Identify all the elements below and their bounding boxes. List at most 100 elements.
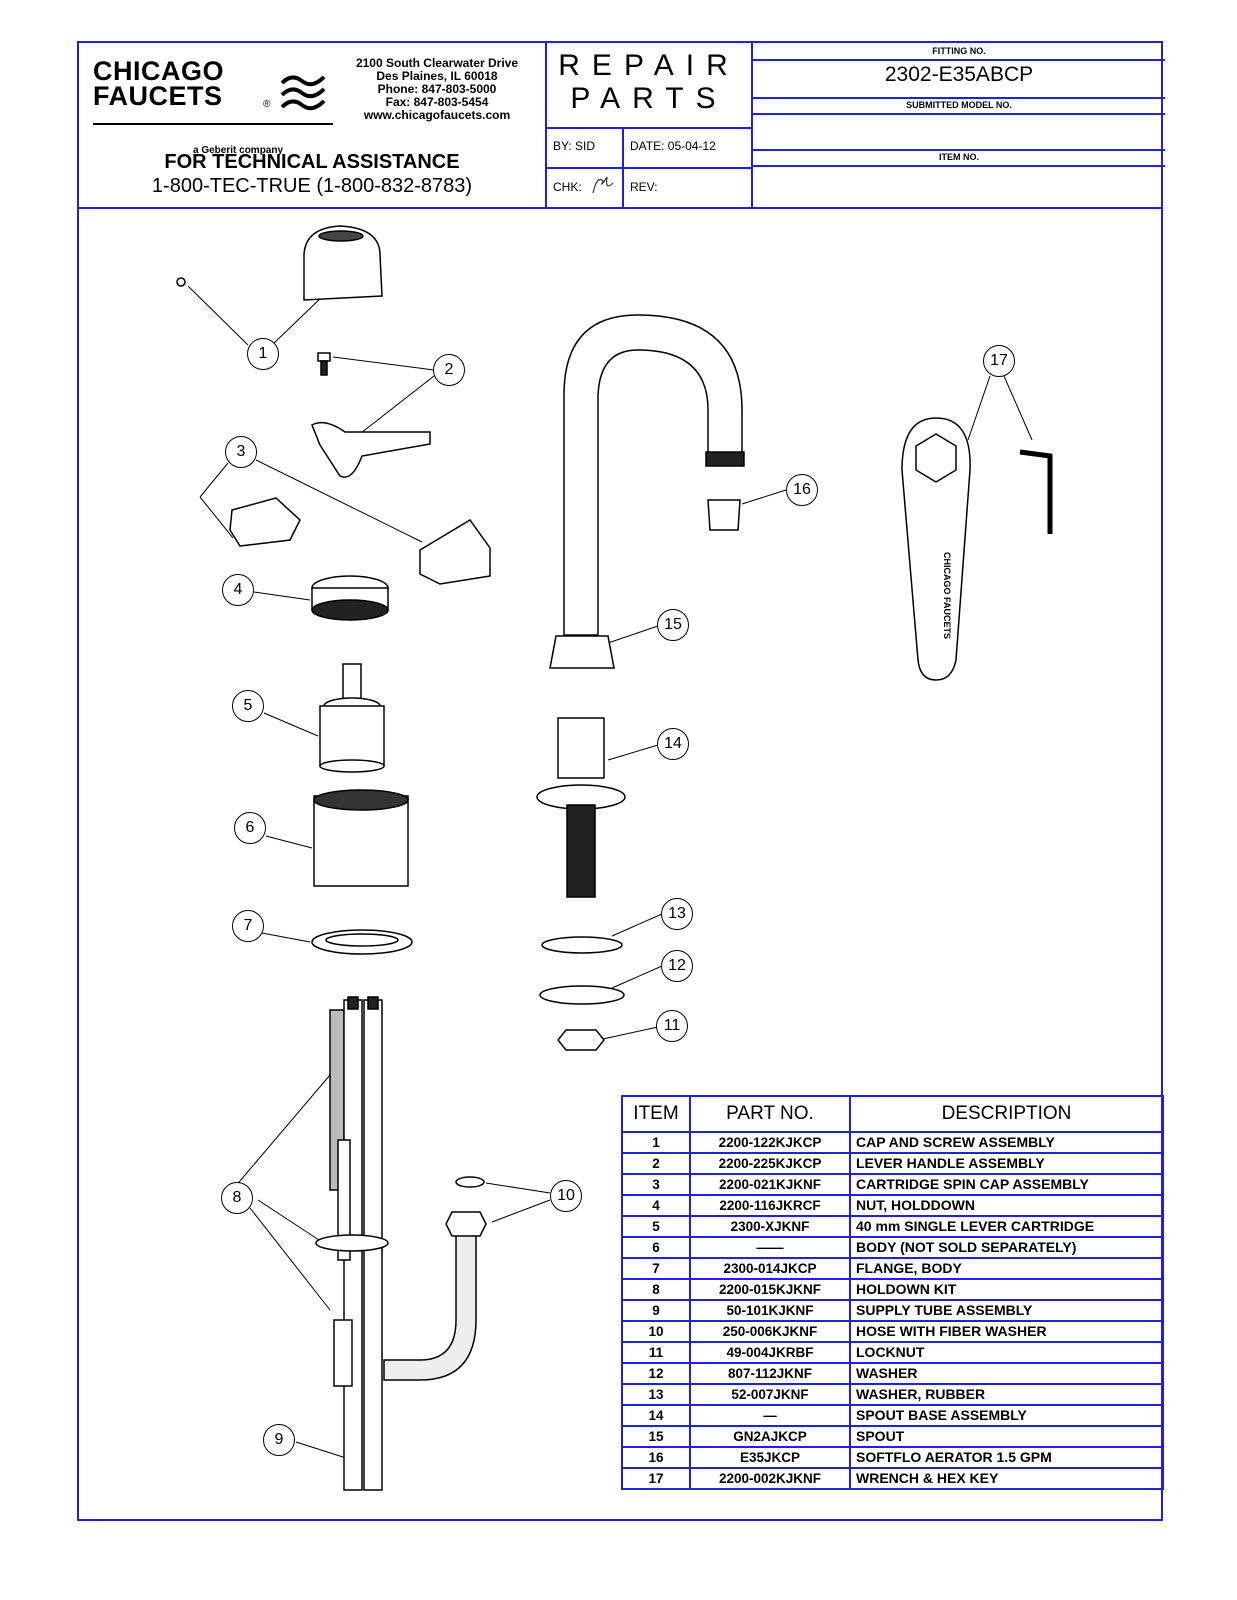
callout-2: 2 <box>433 354 465 386</box>
cell-description: WASHER <box>849 1362 1164 1385</box>
cell-part-no: 807-112JKNF <box>689 1362 851 1385</box>
cell-description: FLANGE, BODY <box>849 1257 1164 1280</box>
address-line: Fax: 847-803-5454 <box>385 95 489 109</box>
cell-description: SUPPLY TUBE ASSEMBLY <box>849 1299 1164 1322</box>
callout-6: 6 <box>234 812 266 844</box>
cell-item: 10 <box>621 1320 691 1343</box>
cell-description: LOCKNUT <box>849 1341 1164 1364</box>
callout-5: 5 <box>232 690 264 722</box>
callout-1: 1 <box>247 338 279 370</box>
logo-tagline: a Geberit company <box>193 145 284 156</box>
drawn-by: BY: SID <box>553 139 596 153</box>
cell-part-no: 2200-116JKRCF <box>689 1194 851 1217</box>
cell-description: CAP AND SCREW ASSEMBLY <box>849 1131 1164 1154</box>
checked-by-label: CHK: <box>553 180 582 194</box>
item-no-label: ITEM NO. <box>939 152 979 162</box>
callout-14: 14 <box>657 728 689 760</box>
callout-7: 7 <box>232 910 264 942</box>
fitting-number: 2302-E35ABCP <box>884 63 1034 86</box>
drawing-frame: CHICAGO FAUCETS ® a Geberit company 2100… <box>77 41 1165 1521</box>
cell-part-no: 2200-002KJKNF <box>689 1467 851 1490</box>
address-line: Des Plaines, IL 60018 <box>376 69 498 83</box>
callout-17: 17 <box>983 345 1015 377</box>
callout-8: 8 <box>221 1182 253 1214</box>
header-part-no: PART NO. <box>689 1095 851 1133</box>
wave-logo-icon <box>280 75 326 111</box>
cell-description: SOFTFLO AERATOR 1.5 GPM <box>849 1446 1164 1469</box>
cell-description: CARTRIDGE SPIN CAP ASSEMBLY <box>849 1173 1164 1196</box>
cell-item: 11 <box>621 1341 691 1364</box>
cell-part-no: E35JKCP <box>689 1446 851 1469</box>
callout-12: 12 <box>661 950 693 982</box>
cell-part-no: 2200-015KJKNF <box>689 1278 851 1301</box>
callout-9: 9 <box>263 1424 295 1456</box>
cell-part-no: — <box>689 1404 851 1427</box>
cell-item: 5 <box>621 1215 691 1238</box>
cell-part-no: 2200-225KJKCP <box>689 1152 851 1175</box>
cell-part-no: 2300-014JKCP <box>689 1257 851 1280</box>
cell-item: 9 <box>621 1299 691 1322</box>
callout-4: 4 <box>222 574 254 606</box>
cell-part-no: 49-004JKRBF <box>689 1341 851 1364</box>
cell-description: HOSE WITH FIBER WASHER <box>849 1320 1164 1343</box>
cell-description: HOLDOWN KIT <box>849 1278 1164 1301</box>
cell-part-no: 250-006KJKNF <box>689 1320 851 1343</box>
cell-part-no: 52-007JKNF <box>689 1383 851 1406</box>
cell-part-no: 2200-021KJKNF <box>689 1173 851 1196</box>
cell-part-no: GN2AJKCP <box>689 1425 851 1448</box>
table-row: 6——BODY (NOT SOLD SEPARATELY) <box>621 1236 1164 1259</box>
cell-item: 16 <box>621 1446 691 1469</box>
table-row: 14—SPOUT BASE ASSEMBLY <box>621 1404 1164 1427</box>
address-line: Phone: 847-803-5000 <box>377 82 497 96</box>
company-address: 2100 South Clearwater Drive Des Plaines,… <box>337 57 537 122</box>
cell-description: WRENCH & HEX KEY <box>849 1467 1164 1490</box>
logo-line-1: CHICAGO <box>93 56 224 86</box>
cell-item: 17 <box>621 1467 691 1490</box>
repair-title-line-1: REPAIR <box>558 49 740 82</box>
cell-part-no: —— <box>689 1236 851 1259</box>
cell-item: 4 <box>621 1194 691 1217</box>
cell-item: 3 <box>621 1173 691 1196</box>
cell-description: BODY (NOT SOLD SEPARATELY) <box>849 1236 1164 1259</box>
callout-13: 13 <box>661 898 693 930</box>
registered-mark: ® <box>263 99 271 110</box>
repair-title-line-2: PARTS <box>570 82 728 115</box>
title-block: CHICAGO FAUCETS ® a Geberit company 2100… <box>79 43 1165 209</box>
wrench-brand-text: CHICAGO FAUCETS <box>942 552 952 639</box>
cell-item: 14 <box>621 1404 691 1427</box>
cell-item: 12 <box>621 1362 691 1385</box>
cell-item: 7 <box>621 1257 691 1280</box>
cell-item: 2 <box>621 1152 691 1175</box>
cell-description: SPOUT <box>849 1425 1164 1448</box>
submitted-model-label: SUBMITTED MODEL NO. <box>906 100 1012 110</box>
header-description: DESCRIPTION <box>849 1095 1164 1133</box>
repair-parts-title: REPAIR PARTS <box>547 49 751 115</box>
cell-item: 13 <box>621 1383 691 1406</box>
cell-item: 1 <box>621 1131 691 1154</box>
cell-part-no: 2300-XJKNF <box>689 1215 851 1238</box>
callout-10: 10 <box>550 1180 582 1212</box>
website-link[interactable]: www.chicagofaucets.com <box>363 108 511 122</box>
checker-initials-icon <box>592 176 614 194</box>
callout-3: 3 <box>225 436 257 468</box>
callout-16: 16 <box>786 474 818 506</box>
revision-label: REV: <box>630 180 658 194</box>
cell-description: 40 mm SINGLE LEVER CARTRIDGE <box>849 1215 1164 1238</box>
cell-description: SPOUT BASE ASSEMBLY <box>849 1404 1164 1427</box>
fitting-no-label: FITTING NO. <box>932 46 986 56</box>
